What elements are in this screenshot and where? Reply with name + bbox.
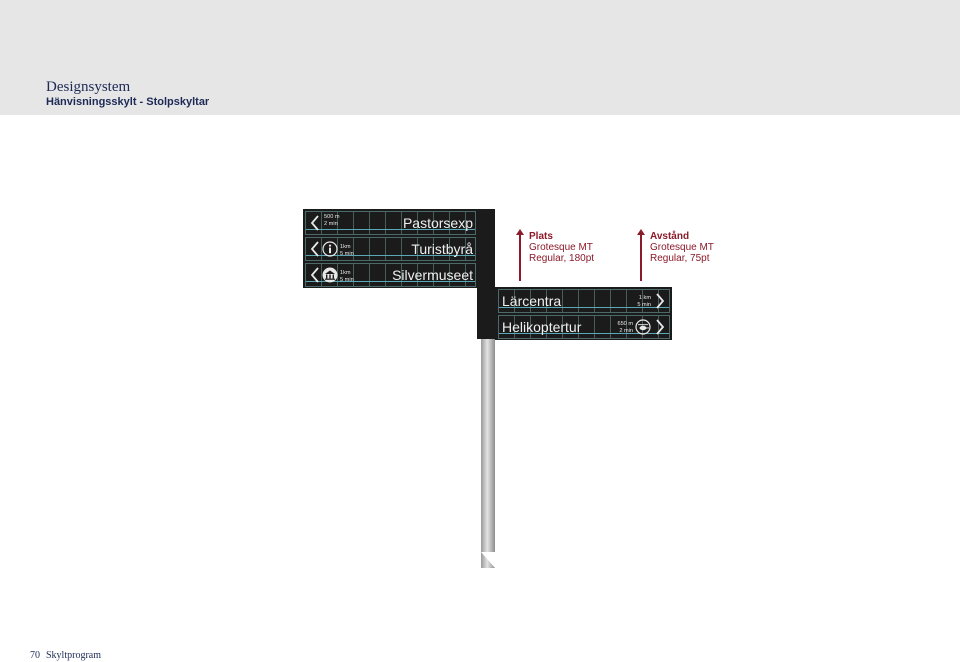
chevron-left-icon xyxy=(310,241,320,257)
time-value: 2 min xyxy=(324,221,338,227)
callout-avstand-line xyxy=(640,234,642,281)
time-value: 5 min xyxy=(340,277,354,283)
distance-value: 1km xyxy=(340,270,351,276)
sign-left-row-1-distance: 500 m 2 min xyxy=(324,214,340,228)
distance-value: 1km xyxy=(340,244,351,250)
sign-right: Lärcentra 1 km 5 min Helikoptertur 650 m… xyxy=(495,287,672,340)
helicopter-icon xyxy=(635,319,651,335)
chevron-left-icon xyxy=(310,267,320,283)
time-value: 5 min xyxy=(340,251,354,257)
callout-plats-line xyxy=(519,234,521,281)
callout-avstand-arrow xyxy=(637,229,645,235)
sign-left-row-2-distance: 1km 5 min xyxy=(340,244,354,258)
callout-font: Grotesque MT xyxy=(650,242,714,253)
callout-plats-arrow xyxy=(516,229,524,235)
time-value: 2 min xyxy=(619,328,633,334)
time-value: 5 min xyxy=(637,302,651,308)
destination-label: Lärcentra xyxy=(502,293,562,309)
chevron-right-icon xyxy=(655,293,665,309)
chevron-right-icon xyxy=(655,319,665,335)
page-footer: 70 Skyltprogram xyxy=(30,650,101,661)
sign-right-row-helikoptertur: Helikoptertur 650 m 2 min xyxy=(498,315,670,339)
distance-value: 500 m xyxy=(324,214,340,220)
callout-title: Plats xyxy=(529,231,553,242)
chevron-left-icon xyxy=(310,215,320,231)
destination-label: Turistbyrå xyxy=(411,241,473,257)
page-number: 70 xyxy=(30,650,40,661)
destination-label: Pastorsexp xyxy=(402,215,473,231)
callout-plats: Plats Grotesque MT Regular, 180pt xyxy=(529,231,594,264)
sign-left: 500 m 2 min Pastorsexp 1km 5 min Turistb… xyxy=(303,209,479,288)
header-band xyxy=(0,0,960,115)
sign-right-row-1-distance: 1 km 5 min xyxy=(637,295,651,309)
pole-tip xyxy=(481,552,495,568)
sign-left-row-silvermuseet: 1km 5 min Silvermuseet xyxy=(305,263,476,287)
sign-right-row-larcentra: Lärcentra 1 km 5 min xyxy=(498,289,670,313)
callout-size: Regular, 180pt xyxy=(529,253,595,264)
callout-avstand: Avstånd Grotesque MT Regular, 75pt xyxy=(650,231,714,264)
document-title: Designsystem xyxy=(46,79,131,95)
distance-value: 650 m xyxy=(617,321,633,327)
sign-right-row-2-distance: 650 m 2 min xyxy=(617,321,633,335)
callout-font: Grotesque MT xyxy=(529,242,593,253)
footer-label: Skyltprogram xyxy=(46,650,101,661)
sign-pole xyxy=(481,330,495,568)
sign-left-row-turistbyra: 1km 5 min Turistbyrå xyxy=(305,237,476,261)
destination-label: Silvermuseet xyxy=(392,267,473,283)
sign-left-row-pastorsexp: 500 m 2 min Pastorsexp xyxy=(305,211,476,235)
info-icon xyxy=(322,241,338,257)
distance-value: 1 km xyxy=(638,295,651,301)
sign-left-row-3-distance: 1km 5 min xyxy=(340,270,354,284)
callout-title: Avstånd xyxy=(650,231,690,242)
destination-label: Helikoptertur xyxy=(502,319,582,335)
callout-size: Regular, 75pt xyxy=(650,253,710,264)
document-subtitle: Hänvisningsskylt - Stolpskyltar xyxy=(46,96,210,108)
pole-top-cap xyxy=(477,209,495,339)
museum-icon xyxy=(322,267,338,283)
